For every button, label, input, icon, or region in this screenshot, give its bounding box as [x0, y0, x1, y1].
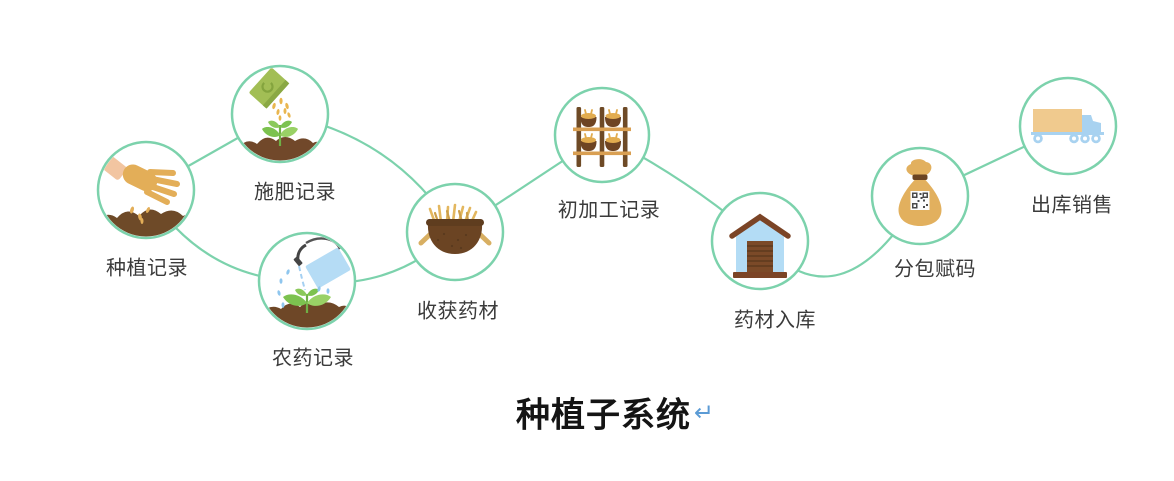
node-label-harvest: 收获药材 [417, 300, 499, 323]
node-label-coding: 分包赋码 [894, 258, 976, 281]
warehouse-icon [729, 213, 791, 278]
harvest-basket-icon [418, 203, 492, 254]
node-label-sales: 出库销售 [1031, 194, 1113, 217]
delivery-truck-icon [1031, 109, 1104, 144]
node-label-fertilizing: 施肥记录 [254, 181, 336, 204]
diagram-title: 种植子系统 [515, 396, 691, 435]
qr-coding-bag-icon [898, 159, 942, 226]
drying-rack-icon [573, 107, 631, 167]
node-label-processing: 初加工记录 [557, 199, 661, 222]
node-label-planting: 种植记录 [106, 257, 188, 280]
node-label-pesticide: 农药记录 [272, 347, 354, 370]
node-label-storage: 药材入库 [734, 309, 816, 332]
return-mark-icon: ↵ [693, 399, 715, 427]
title-row: 种植子系统 ↵ [516, 388, 714, 437]
